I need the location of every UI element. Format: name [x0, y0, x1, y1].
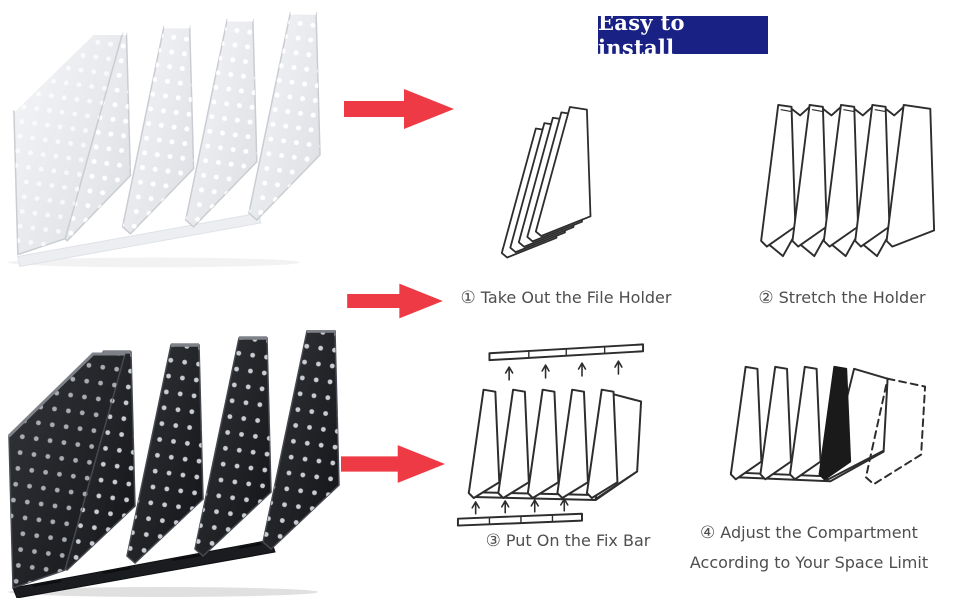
- step-1-text: Take Out the File Holder: [480, 288, 672, 307]
- step-2-sketch: [744, 96, 936, 266]
- red-arrow-1-icon: [344, 86, 454, 132]
- step-2-number: ②: [758, 288, 774, 308]
- step-1-sketch: [500, 95, 612, 265]
- step-4-caption-line2: According to Your Space Limit: [689, 553, 929, 572]
- step-1-number: ①: [460, 288, 476, 308]
- white-organizer-photo: [6, 6, 322, 270]
- step-3-sketch: [454, 340, 646, 528]
- black-organizer-left-wall: [7, 352, 126, 590]
- step-2-text: Stretch the Holder: [778, 288, 926, 307]
- step-4-sketch: [718, 352, 930, 502]
- white-organizer-left-wall: [12, 31, 124, 256]
- black-organizer-illustration: [7, 330, 340, 598]
- step-3-text: Put On the Fix Bar: [505, 531, 651, 550]
- step-4-number: ④: [700, 523, 716, 543]
- black-organizer-photo: [2, 330, 344, 598]
- easy-to-install-banner: Easy to install: [598, 10, 768, 60]
- step-3-number: ③: [485, 531, 501, 551]
- red-arrow-3-icon: [341, 442, 445, 486]
- red-arrow-2-icon: [344, 281, 446, 321]
- banner-label: Easy to install: [598, 10, 685, 60]
- white-organizer-illustration: [7, 10, 321, 268]
- step-4-text: Adjust the Compartment: [720, 523, 918, 542]
